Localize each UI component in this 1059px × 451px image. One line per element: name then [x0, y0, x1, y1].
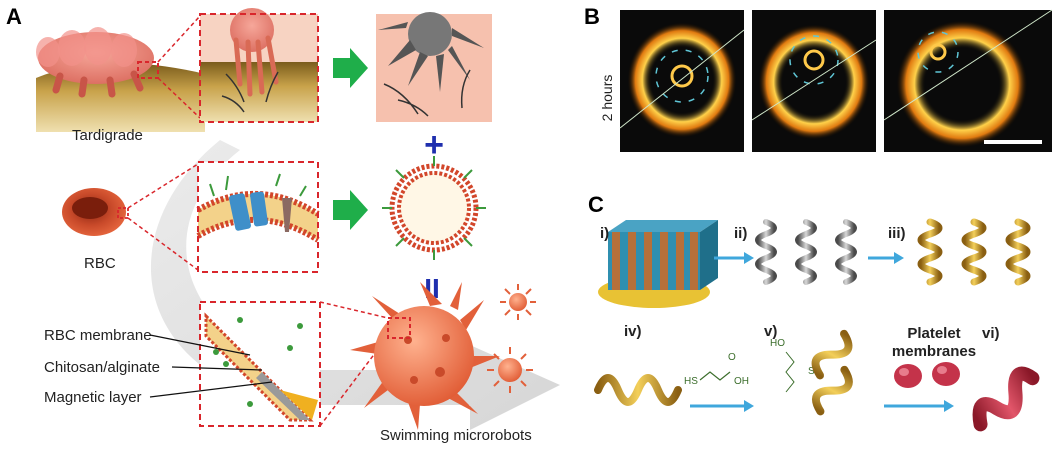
panel-c: C i) ii) iii) [588, 192, 1040, 432]
platelet-label-1: Platelet [907, 325, 960, 342]
panel-a-letter: A [6, 4, 22, 29]
rbc-disc [62, 188, 129, 236]
platelet-membranes [894, 362, 960, 388]
oct-image-1 [619, 10, 745, 152]
platelet-label-2: membranes [892, 343, 976, 360]
silver-helices [755, 219, 857, 285]
panel-a: A Tardigrade [6, 4, 560, 444]
green-arrow-2 [333, 190, 368, 230]
rbc-label: RBC [84, 255, 116, 272]
step-vi-label: vi) [982, 325, 1000, 342]
panel-b-letter: B [584, 4, 600, 29]
tardigrade-zoom-marker [137, 61, 159, 79]
tardigrade-illustration [36, 27, 205, 132]
scale-bar [984, 140, 1042, 144]
chem-oh: OH [734, 376, 749, 387]
gold-helices [917, 218, 1031, 286]
blue-arrow-4-head [944, 400, 954, 412]
chitosan-pointer [171, 366, 263, 371]
layers-zoom-box [199, 301, 321, 427]
gold-helix-single [594, 374, 682, 406]
chitosan-label: Chitosan/alginate [44, 359, 160, 376]
rbc-membrane-pointer [149, 334, 251, 356]
rbc-vesicle [382, 156, 486, 260]
step-iv-label: iv) [624, 323, 642, 340]
membrane-zoom-box [196, 161, 320, 273]
magnetic-label: Magnetic layer [44, 389, 142, 406]
chem-o: O [728, 352, 736, 363]
plus-sign: + [424, 126, 444, 164]
mercaptopropionic-acid: HS O OH [684, 352, 749, 387]
step-i-label: i) [600, 225, 609, 242]
oct-image-2 [751, 10, 877, 152]
green-arrow-1 [333, 48, 368, 88]
swimming-microrobots-label: Swimming microrobots [380, 427, 532, 444]
blue-arrow-1-head [744, 252, 754, 264]
chem-ho: HO [770, 338, 785, 349]
chem-s: S [808, 366, 815, 377]
functionalized-helix: HO S [770, 329, 853, 416]
panel-b: B 2 hours [584, 4, 1053, 152]
panel-c-letter: C [588, 192, 604, 217]
blue-arrow-2-head [894, 252, 904, 264]
microneedle-concept-box [376, 12, 492, 122]
claw-zoom-box [199, 8, 319, 123]
step-iii-label: iii) [888, 225, 906, 242]
step-ii-label: ii) [734, 225, 747, 242]
oct-image-3 [883, 9, 1053, 152]
tardigrade-label: Tardigrade [72, 127, 143, 144]
microrobot-large [350, 282, 500, 430]
platelet-coated-helix [972, 366, 1040, 432]
magnetic-pointer [149, 381, 273, 398]
step-v-label: v) [764, 323, 777, 340]
template-block [598, 220, 718, 308]
blue-arrow-3-head [744, 400, 754, 412]
rbc-membrane-label: RBC membrane [44, 327, 152, 344]
time-label: 2 hours [599, 75, 615, 122]
microrobot-small-2 [487, 347, 533, 393]
microrobot-small-1 [500, 284, 536, 320]
chem-sh: HS [684, 376, 698, 387]
